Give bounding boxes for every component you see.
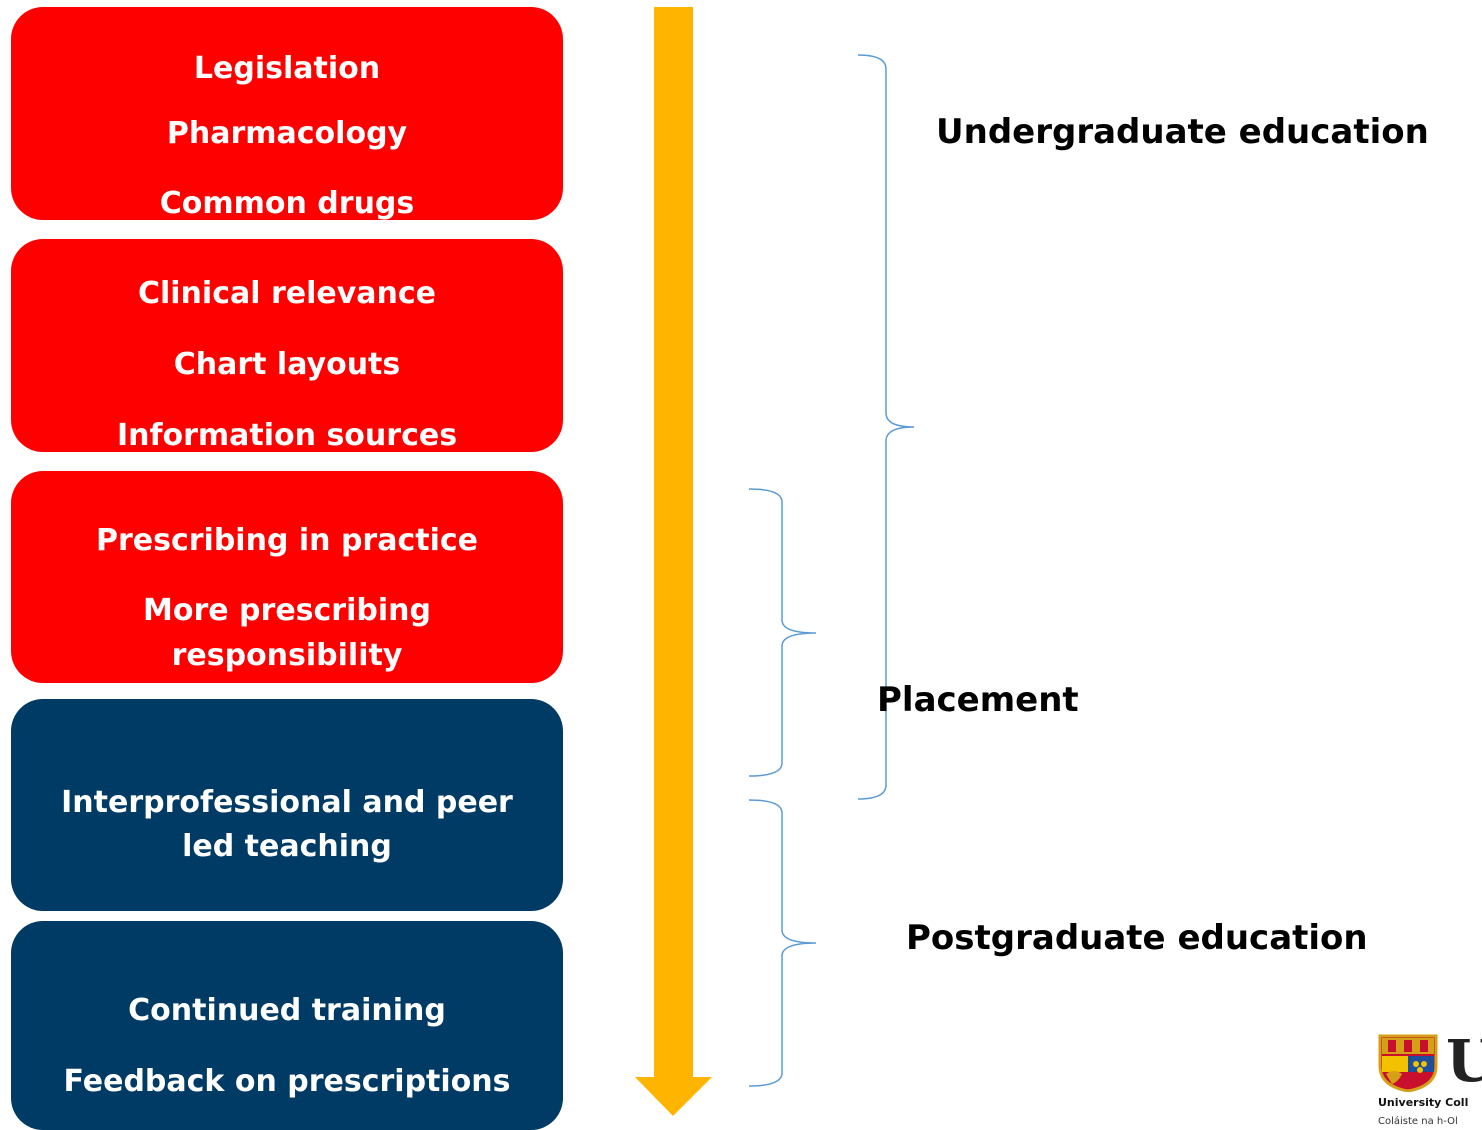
- logo-caption: University Coll: [1378, 1096, 1469, 1109]
- topic-box-1: Legislation Pharmacology Common drugs: [11, 7, 563, 220]
- topic-box-5: Continued training Feedback on prescript…: [11, 921, 563, 1130]
- crest-icon: [1378, 1034, 1438, 1092]
- logo-letter: U: [1446, 1032, 1482, 1095]
- university-logo: U University Coll Coláiste na h-Ol: [1376, 1032, 1482, 1130]
- topic-pharmacology: Pharmacology: [166, 116, 408, 151]
- topic-box-2: Clinical relevance Chart layouts Informa…: [11, 239, 563, 452]
- topic-chart-layouts: Chart layouts: [173, 347, 401, 382]
- topic-common-drugs: Common drugs: [159, 186, 415, 220]
- topic-legislation: Legislation: [193, 51, 381, 86]
- label-undergraduate-education: Undergraduate education: [936, 112, 1429, 152]
- label-postgraduate-education: Postgraduate education: [906, 918, 1368, 958]
- topic-feedback-on-prescriptions: Feedback on prescriptions: [63, 1064, 511, 1099]
- topic-prescribing-in-practice: Prescribing in practice: [95, 523, 479, 558]
- timeline-arrow: [635, 7, 712, 1116]
- topic-responsibility: responsibility: [171, 638, 403, 673]
- topic-box-4: Interprofessional and peer led teaching: [11, 699, 563, 911]
- brace-undergraduate: [857, 54, 915, 800]
- topic-led-teaching: led teaching: [182, 829, 392, 864]
- topic-continued-training: Continued training: [128, 993, 446, 1028]
- brace-placement: [748, 488, 817, 777]
- brace-postgraduate: [748, 799, 817, 1087]
- topic-clinical-relevance: Clinical relevance: [137, 276, 437, 311]
- label-placement: Placement: [877, 680, 1079, 720]
- logo-caption-irish: Coláiste na h-Ol: [1378, 1116, 1458, 1127]
- topic-information-sources: Information sources: [116, 418, 458, 452]
- topic-box-3: Prescribing in practice More prescribing…: [11, 471, 563, 683]
- topic-interprofessional: Interprofessional and peer: [61, 785, 513, 820]
- topic-more-prescribing: More prescribing: [143, 593, 431, 628]
